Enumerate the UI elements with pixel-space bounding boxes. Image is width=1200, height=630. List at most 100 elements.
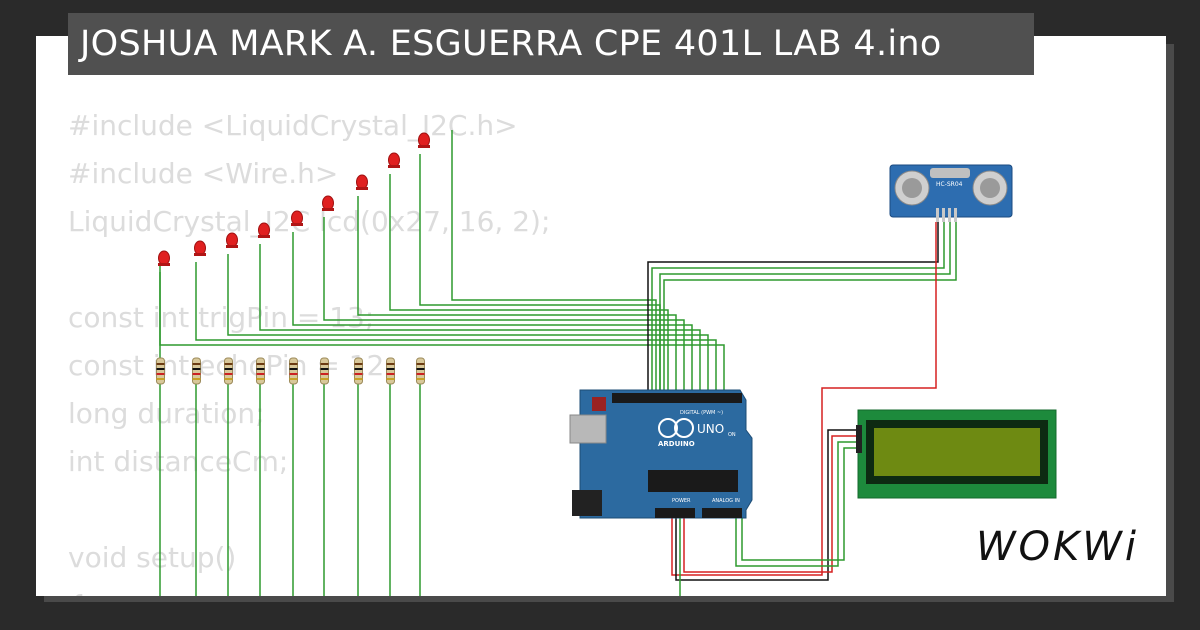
- wire: [195, 262, 717, 395]
- resistor-band: [386, 373, 395, 375]
- resistor-band: [156, 363, 165, 365]
- resistor-band: [320, 363, 329, 365]
- led-base: [418, 145, 430, 148]
- led-base: [258, 235, 270, 238]
- wire: [389, 174, 669, 395]
- code-line: LiquidCrystal_I2C lcd(0x27, 16, 2);: [68, 205, 551, 238]
- led: [226, 232, 238, 248]
- resistor-band: [156, 373, 165, 375]
- project-card[interactable]: #include <LiquidCrystal_I2C.h> #include …: [36, 36, 1166, 596]
- arduino-model: UNO: [697, 422, 724, 436]
- wire: [259, 244, 701, 395]
- led-base: [388, 165, 400, 168]
- resistor: [416, 357, 425, 385]
- resistor-band: [386, 368, 395, 370]
- led-base: [291, 223, 303, 226]
- resistor-band: [289, 373, 298, 375]
- code-line: long duration;: [68, 397, 265, 430]
- wire: [663, 222, 957, 395]
- wire: [735, 441, 858, 567]
- led: [258, 222, 270, 238]
- arduino-analog-label: ANALOG IN: [712, 498, 740, 504]
- wire: [292, 232, 693, 395]
- resistor-band: [354, 373, 363, 375]
- resistor-band: [224, 373, 233, 375]
- code-line: {: [68, 589, 86, 596]
- resistor: [256, 357, 265, 385]
- arduino-digital-label: DIGITAL (PWM ~): [680, 410, 723, 416]
- resistor: [192, 357, 201, 385]
- wire: [683, 435, 858, 573]
- resistor: [386, 357, 395, 385]
- resistor-band: [320, 368, 329, 370]
- led-base: [158, 263, 170, 266]
- resistor-band: [386, 378, 395, 380]
- ultrasonic-sensor: HC-SR04: [889, 164, 1013, 222]
- wire: [671, 222, 937, 576]
- resistor-band: [192, 363, 201, 365]
- wire: [741, 447, 858, 561]
- resistor-band: [386, 363, 395, 365]
- wire: [357, 196, 677, 395]
- resistor-band: [256, 368, 265, 370]
- resistor: [320, 357, 329, 385]
- code-preview: #include <LiquidCrystal_I2C.h> #include …: [68, 102, 550, 596]
- resistor: [354, 357, 363, 385]
- led-group: [158, 132, 430, 266]
- sensor-label: HC-SR04: [936, 181, 963, 188]
- wire: [675, 429, 858, 581]
- led: [322, 195, 334, 211]
- resistor-band: [256, 378, 265, 380]
- led-base: [356, 187, 368, 190]
- led: [418, 132, 430, 148]
- resistor-band: [224, 378, 233, 380]
- led: [388, 152, 400, 168]
- resistor-band: [289, 378, 298, 380]
- resistor: [156, 357, 165, 385]
- led: [158, 250, 170, 266]
- wire: [419, 154, 661, 395]
- resistor-band: [320, 378, 329, 380]
- resistor-band: [192, 378, 201, 380]
- arduino-power-label: POWER: [672, 498, 691, 504]
- led-base: [322, 208, 334, 211]
- resistor-band: [192, 373, 201, 375]
- resistor-band: [224, 363, 233, 365]
- circuit-diagram: HC-SR04 UNO ARDUINO DIGITAL (PWM ~) ON P…: [156, 130, 1057, 596]
- resistor-band: [192, 368, 201, 370]
- code-line: const int trigPin = 13;: [68, 301, 375, 334]
- arduino-brand: ARDUINO: [658, 440, 695, 448]
- wire: [227, 254, 709, 395]
- code-line: #include <LiquidCrystal_I2C.h>: [68, 109, 518, 142]
- resistor-band: [416, 373, 425, 375]
- resistor: [289, 357, 298, 385]
- lcd-display: [856, 409, 1057, 499]
- led: [194, 240, 206, 256]
- wire: [647, 222, 939, 395]
- arduino-uno: UNO ARDUINO DIGITAL (PWM ~) ON POWER ANA…: [569, 389, 753, 519]
- resistor-band: [256, 373, 265, 375]
- wire: [451, 130, 657, 395]
- resistor-band: [354, 368, 363, 370]
- resistor-band: [289, 368, 298, 370]
- arduino-on-label: ON: [728, 432, 736, 438]
- resistor-band: [156, 378, 165, 380]
- led: [291, 210, 303, 226]
- resistor-band: [354, 363, 363, 365]
- resistor-band: [354, 378, 363, 380]
- resistor-group: [156, 357, 425, 385]
- project-title: JOSHUA MARK A. ESGUERRA CPE 401L LAB 4.i…: [68, 13, 1034, 75]
- resistor-band: [224, 368, 233, 370]
- resistor-band: [256, 363, 265, 365]
- resistor-band: [416, 378, 425, 380]
- resistor-band: [416, 368, 425, 370]
- resistor-band: [320, 373, 329, 375]
- resistor-band: [289, 363, 298, 365]
- code-line: void setup(): [68, 541, 237, 574]
- wires: [159, 130, 957, 596]
- resistor-band: [156, 368, 165, 370]
- wire: [159, 272, 725, 395]
- resistor: [224, 357, 233, 385]
- led-base: [226, 245, 238, 248]
- led: [356, 174, 368, 190]
